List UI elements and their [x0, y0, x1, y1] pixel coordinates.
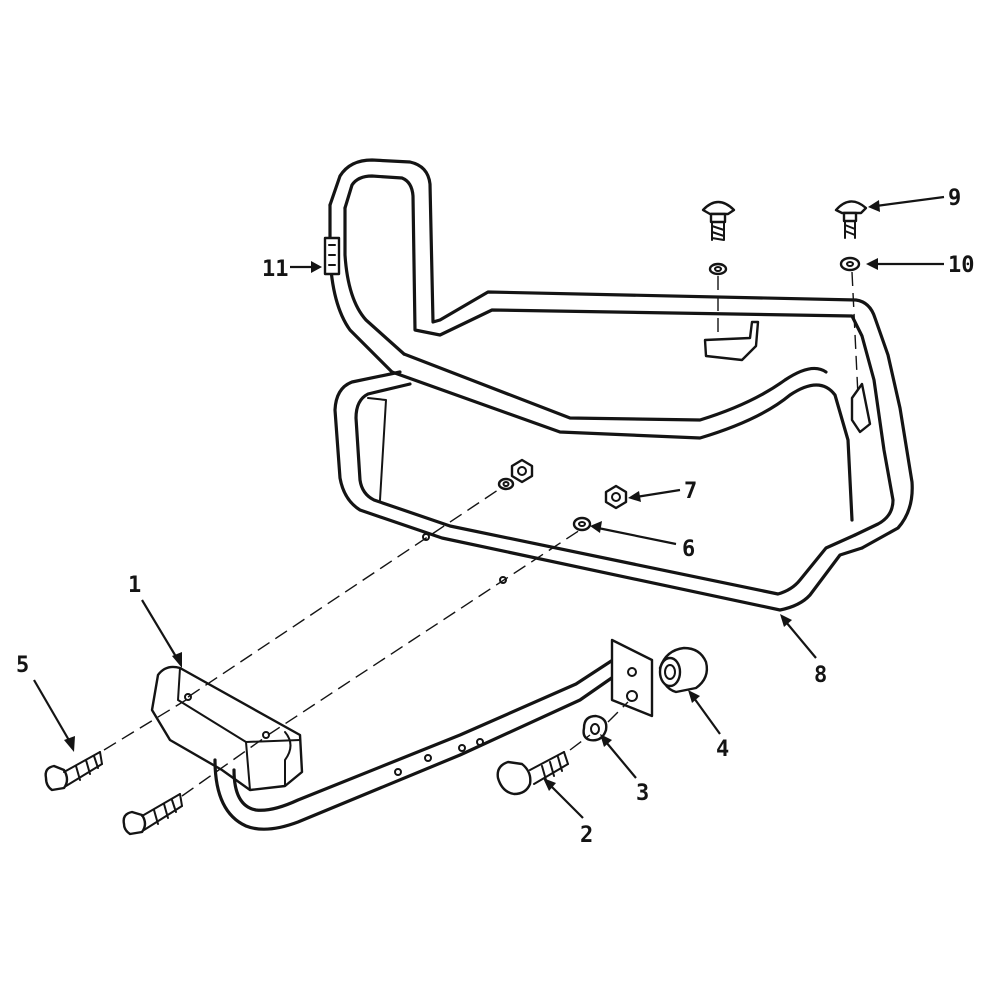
hex-bolt-upper [44, 751, 103, 792]
mounting-bracket-part [150, 665, 304, 792]
leader-arrows [33, 195, 945, 819]
flat-washer-lower [572, 516, 592, 532]
callout-11: 11 [262, 257, 289, 282]
callout-7: 7 [684, 479, 697, 504]
lock-washer-left [708, 262, 728, 276]
callout-2: 2 [580, 823, 593, 848]
carriage-bolt-left [701, 200, 736, 241]
front-bar-part [213, 638, 654, 831]
lock-washer-right [839, 256, 861, 272]
hex-bolt-lower [122, 793, 183, 836]
callout-5: 5 [16, 653, 29, 678]
hex-nut-upper [510, 458, 534, 484]
callout-1: 1 [128, 573, 141, 598]
callout-8: 8 [814, 663, 827, 688]
rubber-bumper-part [658, 646, 709, 694]
flat-washer-upper [497, 477, 515, 491]
hex-nut-lower [604, 484, 628, 510]
carriage-bolt-right [834, 200, 868, 239]
callout-6: 6 [682, 537, 695, 562]
callout-4: 4 [716, 737, 729, 762]
callout-3: 3 [636, 781, 649, 806]
callout-10: 10 [948, 253, 975, 278]
hex-bolt-part [496, 751, 569, 796]
callout-9: 9 [948, 186, 961, 211]
lock-washer-part [582, 714, 608, 742]
bumper-frame-part [328, 158, 914, 612]
decal-part [323, 236, 341, 276]
